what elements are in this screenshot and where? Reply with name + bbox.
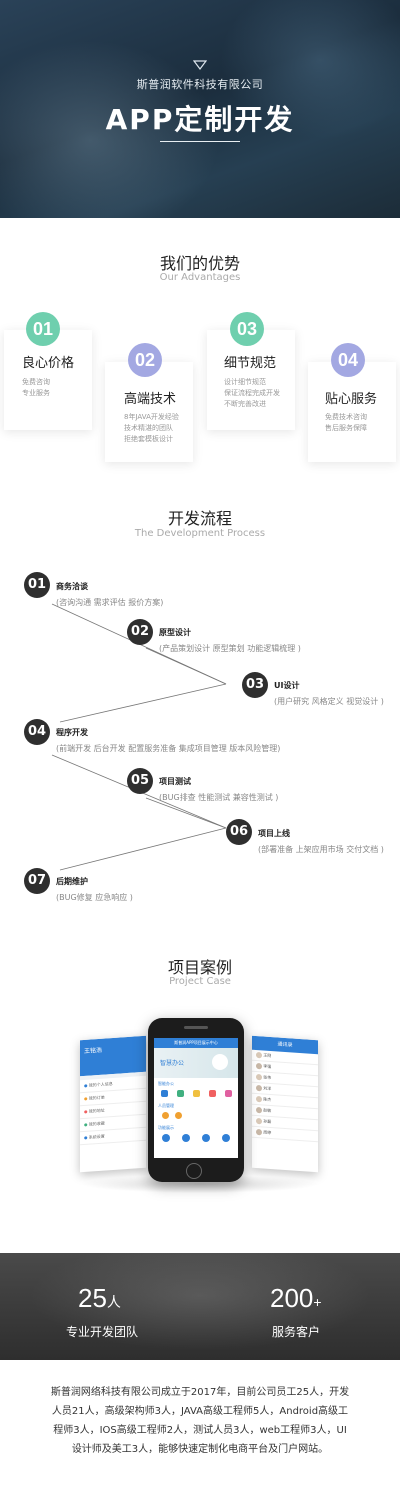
process-step-desc-1: (咨询沟通 需求评估 报价方案) (56, 598, 164, 607)
hero-title: APP定制开发 (105, 103, 295, 136)
stats-background-glow (0, 1253, 400, 1360)
center-phone-icon-row (154, 1112, 238, 1119)
process-step-name-7: 后期维护 (56, 877, 88, 886)
hero-underline (160, 141, 240, 142)
process-step-desc-2: (产品策划设计 原型策划 功能逻辑梳理 ) (159, 644, 301, 653)
left-phone-menu-item: 我的收藏 (88, 1120, 105, 1127)
hero-glow (220, 0, 400, 140)
advantage-card-3 (207, 330, 295, 430)
process-subtitle: The Development Process (134, 528, 266, 539)
contact-name: 刘洋 (263, 1085, 272, 1092)
advantage-title-1: 良心价格 (22, 356, 75, 371)
center-phone-section: 智能办公 (158, 1081, 174, 1086)
advantage-number-1: 01 (26, 312, 60, 346)
left-phone-menu: ● 我的个人信息 ● 我的订单 ● 我的地址 ● 我的收藏 ● 系统设置 (80, 1075, 146, 1146)
contact-name: 周婷 (263, 1129, 272, 1136)
center-phone-section: 人员管理 (158, 1103, 174, 1108)
process-step-number-6: 06 (226, 819, 252, 845)
process-step-name-1: 商务洽谈 (56, 582, 88, 591)
left-phone-menu-item: 系统设置 (88, 1133, 105, 1140)
process-step-name-2: 原型设计 (159, 628, 191, 637)
advantage-desc-3: 设计细节规范保证流程完成开发不断完善改进 (224, 378, 280, 408)
left-phone-username: 王铭浩 (84, 1046, 103, 1056)
center-phone-banner-text: 智慧办公 (160, 1060, 185, 1067)
contact-name: 孙磊 (263, 1118, 272, 1125)
right-phone-mockup: 通讯录 王刚 李强 张伟 刘洋 陈杰 赵敏 孙磊 周婷 (252, 1035, 318, 1173)
stat-value-team: 25人 (78, 1283, 121, 1313)
center-phone-section: 功能展示 (158, 1125, 174, 1130)
contact-name: 赵敏 (263, 1107, 272, 1114)
process-step-number-3: 03 (242, 672, 268, 698)
phone-speaker (184, 1026, 208, 1029)
advantage-desc-4: 免费技术咨询售后服务保障 (325, 413, 367, 432)
down-triangle-icon (193, 60, 207, 70)
process-step-number-7: 07 (24, 868, 50, 894)
cases-title: 项目案例 (167, 958, 232, 977)
advantage-title-2: 高端技术 (124, 392, 177, 407)
center-phone-icon-row (154, 1090, 238, 1097)
advantage-number-3: 03 (230, 312, 264, 346)
contact-name: 王刚 (263, 1052, 272, 1059)
phones-shadow (80, 1175, 320, 1193)
about-paragraph: 斯普润网络科技有限公司成立于2017年，目前公司员工25人，开发人员21人，高级… (50, 1387, 350, 1455)
left-phone-header: 王铭浩 (80, 1035, 146, 1077)
process-step-desc-5: (BUG排查 性能测试 兼容性测试 ) (159, 793, 279, 802)
process-step-name-3: UI设计 (274, 681, 300, 690)
center-phone-icon-row (154, 1134, 238, 1142)
process-step-desc-3: (用户研究 风格定义 视觉设计 ) (274, 697, 384, 706)
advantage-desc-2: 8年JAVA开发经验技术精湛的团队拒绝套模板设计 (124, 413, 179, 443)
process-step-desc-4: (前端开发 后台开发 配置服务准备 集成项目管理 版本风险管理) (56, 744, 281, 753)
right-phone-contacts: 王刚 李强 张伟 刘洋 陈杰 赵敏 孙磊 周婷 (252, 1049, 318, 1143)
process-step-desc-7: (BUG修复 应急响应 ) (56, 893, 133, 902)
advantage-number-4: 04 (331, 343, 365, 377)
advantages-subtitle: Our Advantages (159, 272, 241, 283)
advantage-card-1 (4, 330, 92, 430)
left-phone-mockup: 王铭浩 ● 我的个人信息 ● 我的订单 ● 我的地址 ● 我的收藏 ● 系统设置 (80, 1035, 146, 1173)
process-step-number-1: 01 (24, 572, 50, 598)
process-step-name-5: 项目测试 (159, 777, 191, 786)
stat-value-clients: 200+ (270, 1283, 322, 1313)
hero-banner: 斯普润软件科技有限公司 APP定制开发 (0, 0, 400, 218)
process-step-number-2: 02 (127, 619, 153, 645)
phone-home-button (186, 1163, 202, 1179)
cases-subtitle: Project Case (169, 976, 231, 987)
process-step-number-5: 05 (127, 768, 153, 794)
stat-label-team: 专业开发团队 (66, 1325, 139, 1339)
advantage-number-2: 02 (128, 343, 162, 377)
process-step-number-4: 04 (24, 719, 50, 745)
process-step-name-4: 程序开发 (56, 728, 88, 737)
contact-name: 陈杰 (263, 1096, 272, 1103)
left-phone-menu-item: 我的地址 (88, 1107, 105, 1114)
left-phone-menu-item: 我的个人信息 (88, 1081, 113, 1088)
process-step-desc-6: (部署准备 上架应用市场 交付文档 ) (258, 845, 384, 854)
hero-glow (0, 40, 220, 218)
advantage-card-2 (105, 362, 193, 462)
stat-label-clients: 服务客户 (272, 1325, 321, 1339)
hero-company-name: 斯普润软件科技有限公司 (136, 78, 264, 91)
advantage-title-4: 贴心服务 (325, 392, 378, 407)
advantage-title-3: 细节规范 (224, 356, 277, 371)
center-phone-header: 斯普润APP项目展示中心 (154, 1038, 238, 1048)
center-phone-banner: 智慧办公 (154, 1048, 238, 1078)
center-phone-screen: 斯普润APP项目展示中心 智慧办公 智能办公 人员管理 功能展示 (154, 1038, 238, 1158)
left-phone-menu-item: 我的订单 (88, 1094, 105, 1101)
process-step-name-6: 项目上线 (258, 829, 290, 838)
stats-banner: 25人 专业开发团队 200+ 服务客户 (0, 1253, 400, 1360)
process-title: 开发流程 (167, 509, 232, 528)
contact-name: 张伟 (263, 1074, 272, 1081)
contact-name: 李强 (263, 1063, 272, 1070)
advantage-card-4 (308, 362, 396, 462)
center-phone-mockup: 斯普润APP项目展示中心 智慧办公 智能办公 人员管理 功能展示 (148, 1018, 244, 1182)
advantages-title: 我们的优势 (159, 254, 240, 273)
advantage-desc-1: 免费咨询专业服务 (22, 378, 50, 397)
